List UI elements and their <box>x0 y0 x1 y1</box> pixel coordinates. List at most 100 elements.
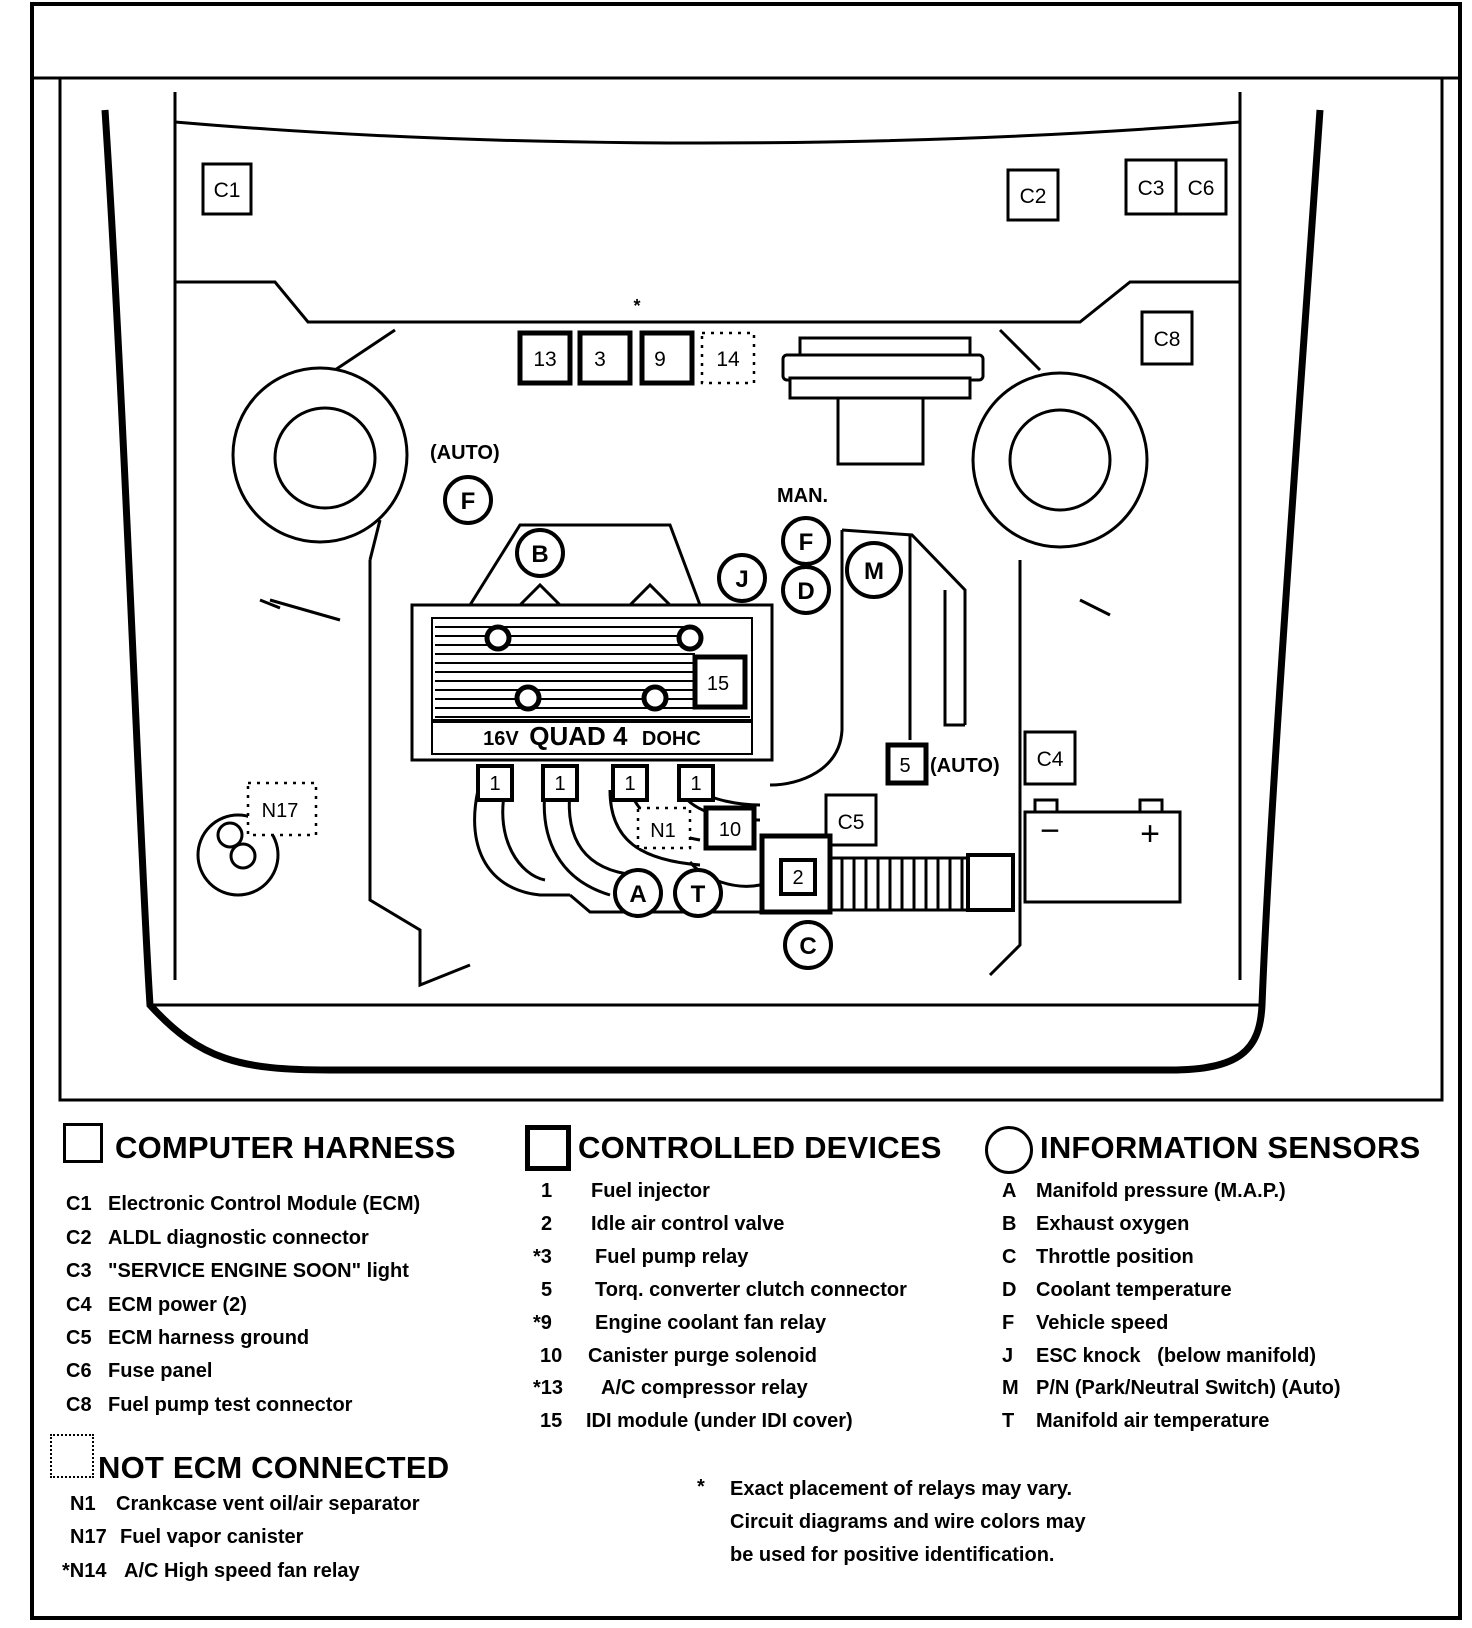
svg-text:F: F <box>799 529 814 556</box>
svg-text:14: 14 <box>716 348 740 371</box>
engine-label-quad4: QUAD 4 <box>529 721 628 751</box>
device-2: 2 <box>759 833 833 915</box>
device-3: 3 <box>577 330 633 386</box>
not-ecm-n17: N17 <box>246 781 318 837</box>
auto-label-5: (AUTO) <box>930 755 1000 777</box>
harness-connector-c4: C4 <box>1023 730 1077 786</box>
svg-text:2: 2 <box>792 867 803 889</box>
battery-minus: − <box>1040 812 1060 850</box>
auto-label-f: (AUTO) <box>430 442 500 464</box>
engine-label-16v: 16V <box>483 728 519 750</box>
engine-label-dohc: DOHC <box>642 728 701 750</box>
footnote-asterisk: * <box>697 1476 705 1498</box>
sensor-j: J <box>717 553 767 603</box>
not-ecm-n1: N1 <box>636 806 692 850</box>
not-ecm-title: NOT ECM CONNECTED <box>98 1450 450 1485</box>
svg-text:1: 1 <box>489 773 500 795</box>
svg-text:C: C <box>799 933 816 960</box>
svg-text:M: M <box>864 558 884 585</box>
air-hose <box>828 853 1015 912</box>
controlled-devices-swatch <box>525 1125 571 1171</box>
sensor-f-man: F <box>781 516 831 566</box>
svg-text:1: 1 <box>554 773 565 795</box>
controlled-devices-title: CONTROLLED DEVICES <box>578 1130 942 1165</box>
sensor-t: T <box>673 868 723 918</box>
svg-text:16V QUAD 4 DOHC: 16V QUAD 4 DOHC <box>483 721 701 751</box>
sensor-m: M <box>845 541 903 599</box>
device-15: 15 <box>692 654 748 710</box>
svg-text:F: F <box>461 488 476 515</box>
intake-duct <box>769 528 967 787</box>
svg-text:9: 9 <box>654 348 666 371</box>
device-1-d: 1 <box>677 764 715 802</box>
air-intake <box>781 336 985 466</box>
harness-connector-c2: C2 <box>1006 168 1060 222</box>
svg-text:C2: C2 <box>1020 185 1047 208</box>
footnote-line-2: Circuit diagrams and wire colors may <box>730 1511 1086 1533</box>
engine-bay-outline <box>101 92 1324 1074</box>
computer-harness-title: COMPUTER HARNESS <box>115 1130 456 1165</box>
svg-text:C5: C5 <box>838 811 865 834</box>
device-1-c: 1 <box>611 764 649 802</box>
harness-connector-c6: C6 <box>1174 158 1228 216</box>
svg-text:1: 1 <box>690 773 701 795</box>
computer-harness-swatch <box>63 1123 103 1163</box>
engine-cover: 16V QUAD 4 DOHC <box>410 523 774 762</box>
device-10: 10 <box>703 805 757 851</box>
svg-text:J: J <box>735 566 748 593</box>
svg-text:C6: C6 <box>1188 177 1215 200</box>
svg-text:15: 15 <box>707 673 729 695</box>
svg-text:3: 3 <box>594 348 606 371</box>
harness-connector-c3: C3 <box>1124 158 1178 216</box>
harness-connector-c1: C1 <box>201 162 253 216</box>
sensor-c: C <box>783 920 833 970</box>
svg-text:N1: N1 <box>650 820 676 842</box>
device-13: 13 <box>517 330 573 386</box>
svg-text:5: 5 <box>899 755 910 777</box>
device-1-a: 1 <box>476 764 514 802</box>
footnote-line-3: be used for positive identification. <box>730 1544 1055 1566</box>
battery: − + <box>1023 798 1182 904</box>
svg-text:C8: C8 <box>1154 328 1181 351</box>
svg-text:C4: C4 <box>1037 748 1064 771</box>
svg-text:N17: N17 <box>262 800 299 822</box>
sensor-b: B <box>515 528 565 578</box>
sensor-d: D <box>781 565 831 615</box>
svg-text:A: A <box>629 881 646 908</box>
footnote-line-1: Exact placement of relays may vary. <box>730 1478 1073 1500</box>
harness-connector-c8: C8 <box>1140 310 1194 366</box>
svg-text:D: D <box>797 578 814 605</box>
not-ecm-14: 14 <box>700 331 756 385</box>
sensor-a: A <box>613 868 663 918</box>
svg-text:B: B <box>531 541 548 568</box>
legend-item-c3: C3"SERVICE ENGINE SOON" light <box>66 1260 409 1282</box>
information-sensors-title: INFORMATION SENSORS <box>1040 1130 1421 1165</box>
page-frame <box>30 2 1462 1620</box>
device-5: 5 <box>885 742 929 786</box>
device-1-b: 1 <box>541 764 579 802</box>
relay-placement-asterisk: * <box>633 296 640 316</box>
svg-text:C1: C1 <box>214 179 241 202</box>
